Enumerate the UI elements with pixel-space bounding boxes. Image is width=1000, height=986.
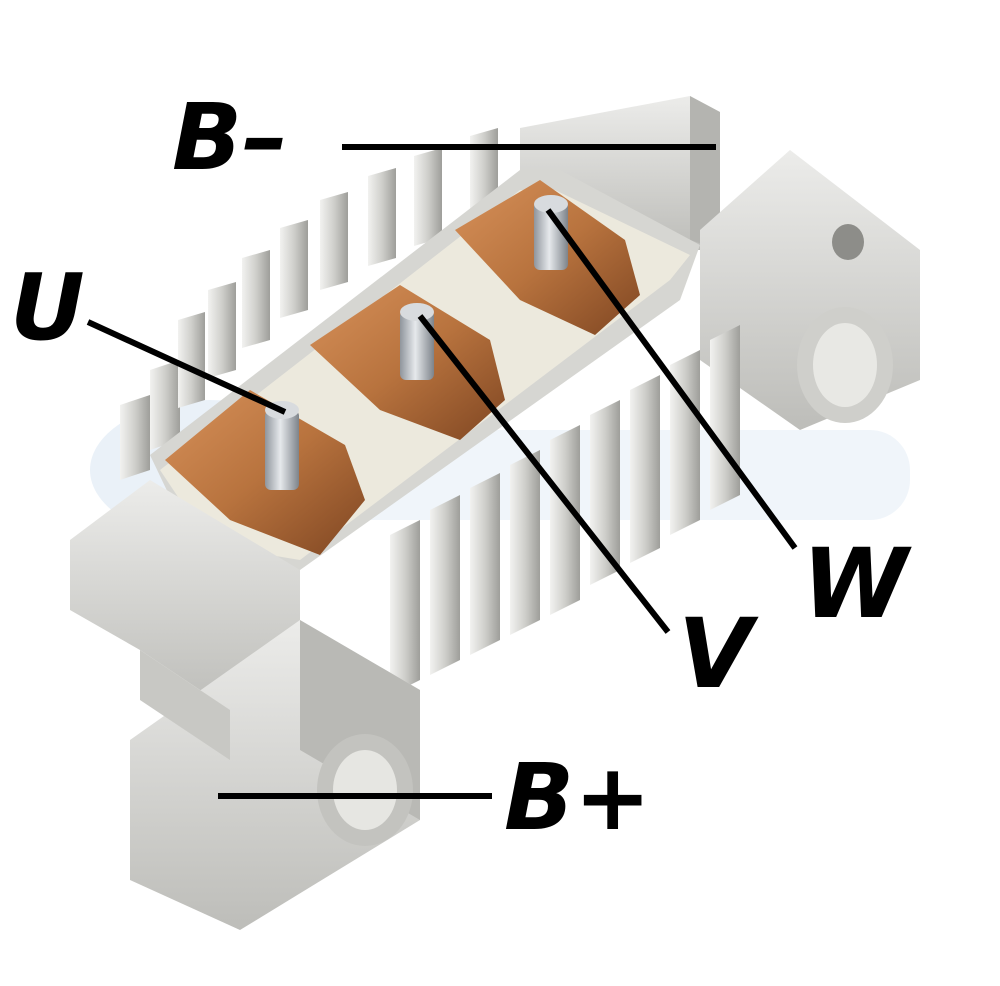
b-plus-terminal-block xyxy=(70,480,420,930)
terminal-w xyxy=(455,180,640,335)
label-u: U xyxy=(10,254,85,361)
label-v: V xyxy=(678,598,753,710)
rear-cooling-fins xyxy=(120,128,498,480)
right-mounting-block xyxy=(700,150,920,430)
label-b-minus: B– xyxy=(172,84,289,191)
stud-u-icon xyxy=(265,410,299,490)
label-w: W xyxy=(802,528,908,640)
leader-line-v xyxy=(417,314,671,634)
label-b-plus: B+ xyxy=(504,744,652,851)
leader-line-w xyxy=(545,208,798,550)
leader-line-u xyxy=(86,319,287,415)
terminal-u xyxy=(165,390,365,555)
leader-lines xyxy=(86,144,798,799)
stud-w-icon xyxy=(534,200,568,270)
